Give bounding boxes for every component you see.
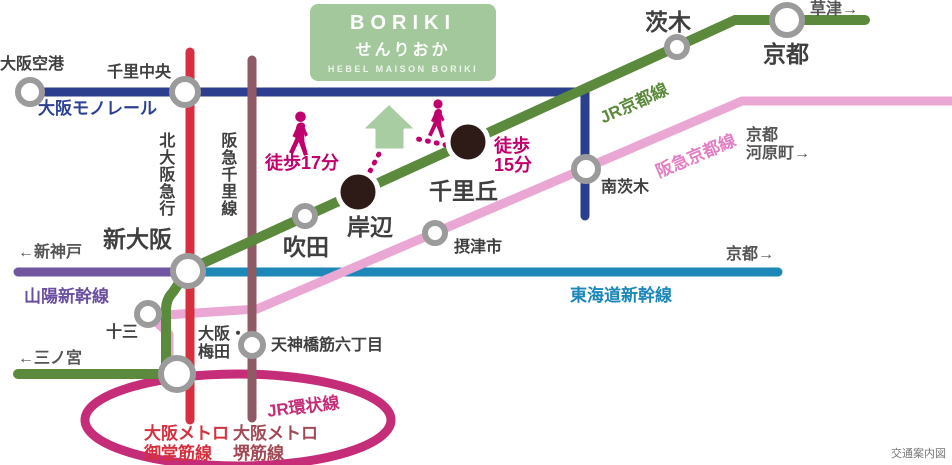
station-label-settsushi: 摂津市 <box>454 239 503 256</box>
station-label-ibaraki: 茨木 <box>645 9 691 35</box>
line-label-midosuji-line2: 御堂筋線 <box>144 443 212 463</box>
station-marker-senri-chuo <box>169 76 201 108</box>
jr-loop-line-path <box>80 369 396 465</box>
location-arrow-icon <box>359 101 419 152</box>
line-label-midosuji-line1: 大阪メトロ <box>144 424 229 443</box>
station-label-osaka-umeda: 大阪・ 梅田 <box>198 326 246 363</box>
line-label-midosuji: 大阪メトロ 御堂筋線 <box>144 424 229 463</box>
station-marker-tenjimbashisuji <box>238 331 266 359</box>
senrioka-walk-dots <box>415 136 449 148</box>
station-marker-minami-ibaraki <box>571 154 601 184</box>
line-label-sanyo-shinkansen: 山陽新幹線 <box>24 287 109 306</box>
station-label-shin-osaka: 新大阪 <box>103 226 172 252</box>
hankyu-kyoto-line-path <box>145 96 952 321</box>
station-marker-osaka-airport <box>15 77 45 107</box>
station-label-senri-chuo: 千里中央 <box>107 64 172 81</box>
building-name-en: BORIKI <box>350 11 456 34</box>
station-label-osaka-umeda-line2: 梅田 <box>198 344 231 362</box>
station-marker-kyoto <box>769 2 805 38</box>
line-label-sakaisuji-line1: 大阪メトロ <box>233 424 318 443</box>
station-label-kyoto: 京都 <box>763 41 809 67</box>
station-label-kishibe: 岸辺 <box>347 214 393 240</box>
station-marker-juso <box>134 300 162 328</box>
station-label-senrioka: 千里丘 <box>429 178 498 204</box>
direction-label-sannomiya: ←三ノ宮 <box>18 350 83 367</box>
station-marker-suita <box>292 203 318 229</box>
walk-time-senrioka-line2: 15分 <box>494 154 533 175</box>
building-name-ja: せんりおか <box>355 41 451 59</box>
line-label-tokaido-shinkansen: 東海道新幹線 <box>570 286 672 305</box>
station-marker-ibaraki <box>664 34 690 60</box>
line-label-monorail: 大阪モノレール <box>38 99 157 118</box>
line-label-kita-osaka-kyuko: 北大阪急行 <box>156 132 174 217</box>
building-subtitle: HEBEL MAISON BORIKI <box>327 63 479 74</box>
station-label-suita: 吹田 <box>283 234 329 260</box>
walk-time-senrioka: 徒歩 15分 <box>494 137 532 175</box>
station-label-juso: 十三 <box>106 324 139 341</box>
station-label-osaka-umeda-line1: 大阪・ <box>198 326 247 343</box>
walk-time-kishibe: 徒歩17分 <box>265 153 340 173</box>
direction-label-kyoto-kawaramachi: 京都 河原町→ <box>746 127 810 164</box>
line-label-hankyu-senri: 阪急千里線 <box>218 132 236 217</box>
walking-person-icon <box>289 111 308 156</box>
station-marker-shin-osaka <box>170 253 206 289</box>
station-marker-senrioka <box>445 119 491 165</box>
direction-label-kyoto-kawaramachi-line2: 河原町→ <box>746 145 811 163</box>
kishibe-walk-dots <box>363 147 384 182</box>
station-label-tenjimbashisuji: 天神橋筋六丁目 <box>271 337 384 354</box>
building-badge: BORIKI せんりおか HEBEL MAISON BORIKI <box>310 4 496 81</box>
station-marker-osaka-umeda <box>158 355 196 393</box>
station-label-minami-ibaraki: 南茨木 <box>601 179 650 196</box>
map-caption: 交通案内図 <box>891 448 946 460</box>
walking-person-icon <box>428 99 445 138</box>
station-marker-kishibe <box>335 169 381 215</box>
direction-label-kyoto-kawaramachi-line1: 京都 <box>746 127 779 144</box>
line-label-sakaisuji-line2: 堺筋線 <box>233 443 284 463</box>
direction-label-shin-kobe: ←新神戸 <box>18 244 83 261</box>
station-label-osaka-airport: 大阪空港 <box>0 56 65 73</box>
direction-label-kusatsu: 草津→ <box>810 1 859 18</box>
walk-time-senrioka-line1: 徒歩 <box>494 136 530 156</box>
direction-label-kyoto-right: 京都→ <box>726 246 775 263</box>
station-marker-settsushi <box>422 220 448 246</box>
line-label-sakaisuji: 大阪メトロ 堺筋線 <box>233 424 318 463</box>
